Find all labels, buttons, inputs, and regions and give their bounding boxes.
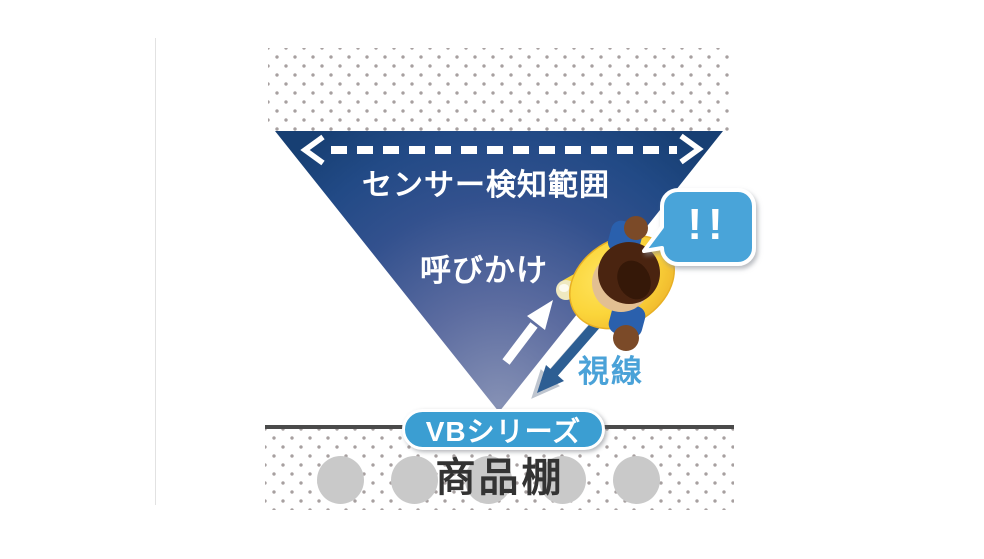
product-circle-icon — [317, 456, 364, 504]
callout-label: 呼びかけ — [420, 253, 548, 288]
shelf-label: 商品棚 — [435, 456, 565, 500]
sensor-range-label: センサー検知範囲 — [362, 169, 610, 202]
halftone-pattern-shelf — [265, 429, 734, 510]
product-circle-icon — [391, 456, 438, 504]
halftone-pattern-top — [268, 48, 734, 131]
product-circle-icon — [539, 456, 586, 504]
exclamation-label: !! — [687, 200, 729, 249]
vb-series-badge: VBシリーズ — [402, 409, 605, 450]
column-divider-line — [155, 38, 156, 505]
vb-series-badge-label: VBシリーズ — [425, 415, 582, 447]
gaze-label: 視線 — [578, 354, 644, 389]
product-circle-icon — [613, 456, 660, 504]
product-circle-icon — [465, 456, 512, 504]
